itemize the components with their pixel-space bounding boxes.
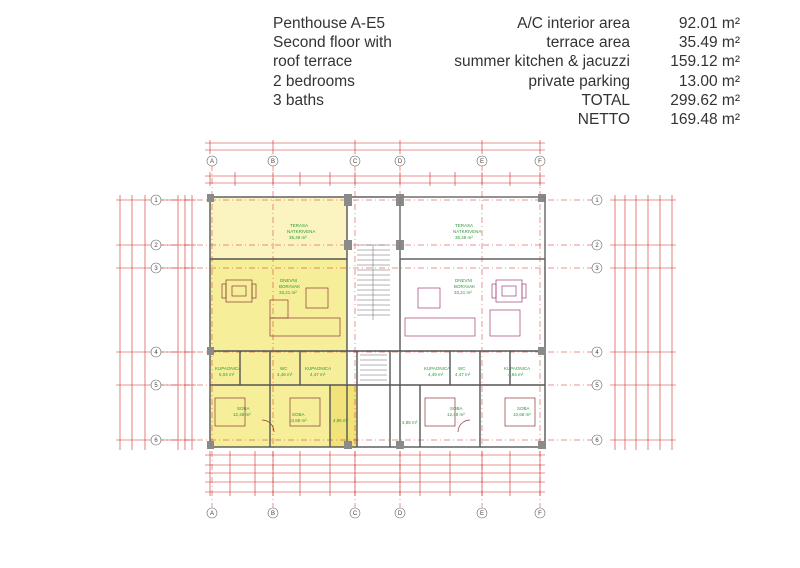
- axis-bottom-e: E: [480, 511, 484, 517]
- room-label-bed2-left-area: 10,68 m²: [289, 418, 307, 423]
- axis-top-a: A: [210, 159, 214, 165]
- room-label-terrace-right-area: 35,49 m²: [455, 235, 473, 240]
- axis-left-3: 3: [154, 266, 158, 272]
- room-label-bath3-left-area: 4,47 m²: [310, 372, 326, 377]
- axis-left-5: 5: [154, 383, 158, 389]
- room-label-bed1-left-area: 12,48 m²: [233, 412, 251, 417]
- terrace-highlight: [210, 197, 347, 259]
- room-label-bed2-right-area: 10,68 m²: [513, 412, 531, 417]
- axis-bottom-f: F: [538, 511, 542, 517]
- room-label-bath2-right: WC: [458, 366, 466, 371]
- bedroom-furniture: [214, 397, 536, 433]
- room-label-bed3-left-area: 4,85 m²: [333, 418, 349, 423]
- axis-right-4: 4: [595, 350, 599, 356]
- room-label-terrace-left-1: TERASA: [290, 223, 308, 228]
- room-label-terrace-right-2: NATKRIVENA: [453, 229, 481, 234]
- room-label-bath3-right-area: 4,64 m²: [508, 372, 524, 377]
- room-label-terrace-left-area: 35,49 m²: [289, 235, 307, 240]
- room-label-living-right-2: BORAVAK: [454, 284, 475, 289]
- area-row-kitchen: summer kitchen & jacuzzi 159.12 m²: [454, 53, 740, 71]
- room-label-bath2-left-area: 4,46 m²: [277, 372, 293, 377]
- axis-top-e: E: [480, 159, 484, 165]
- axis-left-1: 1: [154, 198, 158, 204]
- axis-left-2: 2: [154, 243, 158, 249]
- room-label-bath3-left: KUPAONICA: [305, 366, 331, 371]
- stairs: [357, 244, 390, 381]
- axis-bottom-b: B: [271, 511, 275, 517]
- axis-bottom-a: A: [210, 511, 214, 517]
- room-label-bath1-left: KUPAONICA: [215, 366, 241, 371]
- terrace-right-outline: [399, 196, 546, 260]
- area-table: A/C interior area 92.01 m² terrace area …: [400, 14, 740, 129]
- axis-right-2: 2: [595, 243, 599, 249]
- axis-top-d: D: [398, 159, 403, 165]
- unit-title: Penthouse A-E5: [273, 15, 386, 32]
- room-label-terrace-right-1: TERASA: [455, 223, 473, 228]
- dimension-lines: [119, 142, 673, 493]
- room-label-bed2-right: SOBA: [517, 406, 530, 411]
- axis-top-c: C: [353, 159, 358, 165]
- room-label-living-left-area: 33,21 m²: [279, 290, 297, 295]
- area-row-netto: NETTO 169.48 m²: [577, 111, 740, 129]
- living-highlight: [210, 259, 347, 351]
- furniture-right: [404, 279, 527, 337]
- info-header: Penthouse A-E5 Second floor with roof te…: [0, 0, 800, 140]
- axis-bubbles-left: 1 2 3 4 5 6: [150, 194, 162, 446]
- room-label-bed2-left: SOBA: [292, 412, 305, 417]
- room-label-bed1-right-area: 12,48 m²: [447, 412, 465, 417]
- room-label-living-left-2: BORAVAK: [279, 284, 300, 289]
- axis-bottom-d: D: [398, 511, 403, 517]
- axis-left-6: 6: [154, 438, 158, 444]
- axis-left-4: 4: [154, 350, 158, 356]
- area-row-terrace: terrace area 35.49 m²: [546, 34, 740, 52]
- axis-top-f: F: [538, 159, 542, 165]
- room-label-living-left-1: DNEVNI: [280, 278, 297, 283]
- room-label-bath3-right: KUPAONICA: [504, 366, 530, 371]
- axis-right-5: 5: [595, 383, 599, 389]
- room-label-bed1-right: SOBA: [450, 406, 463, 411]
- unit-baths: 3 baths: [273, 91, 324, 109]
- stair-highlight: [330, 385, 357, 447]
- room-label-bed3-right-area: 4,85 m²: [402, 420, 418, 425]
- unit-bedrooms: 2 bedrooms: [273, 72, 355, 90]
- unit-description: Penthouse A-E5 Second floor with roof te…: [273, 14, 392, 110]
- axis-right-3: 3: [595, 266, 599, 272]
- bath-strip-highlight: [210, 351, 347, 385]
- axis-bubbles-right: 1 2 3 4 5 6: [591, 194, 603, 446]
- axis-right-1: 1: [595, 198, 599, 204]
- unit-floor: Second floor with: [273, 34, 392, 52]
- area-row-parking: private parking 13.00 m²: [528, 72, 740, 90]
- floor-plan: TERASA NATKRIVENA 35,49 m² TERASA NATKRI…: [116, 140, 676, 519]
- room-label-bed1-left: SOBA: [237, 406, 250, 411]
- room-labels: TERASA NATKRIVENA 35,49 m² TERASA NATKRI…: [215, 223, 531, 425]
- room-label-bath1-right: KUPAONICA: [424, 366, 450, 371]
- room-label-living-right-1: DNEVNI: [455, 278, 472, 283]
- area-row-interior: A/C interior area 92.01 m²: [517, 15, 740, 32]
- room-label-bath2-right-area: 4,47 m²: [455, 372, 471, 377]
- unit-terrace: roof terrace: [273, 53, 353, 71]
- furniture-left: [221, 279, 341, 337]
- room-label-living-right-area: 33,21 m²: [454, 290, 472, 295]
- area-row-total: TOTAL 299.62 m²: [581, 91, 740, 109]
- axis-bubbles-top: A B C D E F: [206, 155, 546, 167]
- room-label-bath1-right-area: 4,49 m²: [428, 372, 444, 377]
- room-label-bath1-left-area: 5,04 m²: [219, 372, 235, 377]
- axis-bubbles-bottom: A B C D E F: [206, 507, 546, 519]
- room-label-bath2-left: WC: [280, 366, 288, 371]
- axis-top-b: B: [271, 159, 275, 165]
- axis-right-6: 6: [595, 438, 599, 444]
- room-label-terrace-left-2: NATKRIVENA: [287, 229, 315, 234]
- axis-bottom-c: C: [353, 511, 358, 517]
